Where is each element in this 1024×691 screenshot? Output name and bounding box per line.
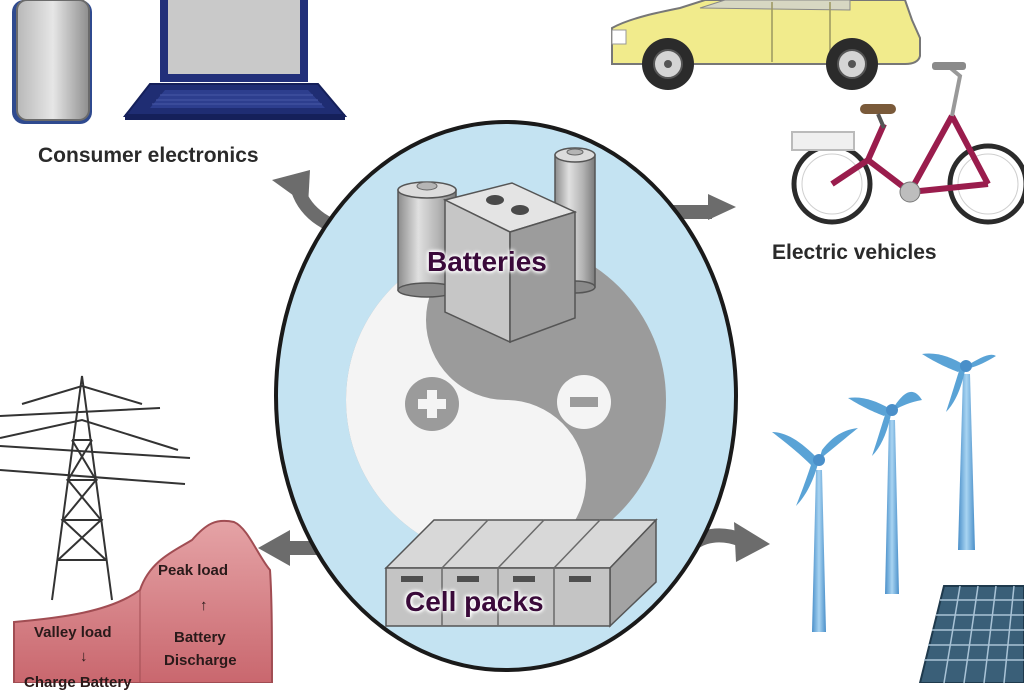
load-profile-chart	[13, 519, 273, 683]
cell-packs-illustration	[384, 518, 658, 628]
electric-vehicles-label: Electric vehicles	[772, 241, 937, 264]
wind-turbine-small	[772, 428, 858, 632]
plus-icon	[405, 377, 459, 431]
discharge-arrow-icon: ↑	[200, 597, 208, 614]
consumer-electronics-label: Consumer electronics	[38, 144, 259, 167]
laptop-device	[122, 0, 348, 120]
yin-yang-symbol	[346, 240, 666, 560]
batteries-label: Batteries	[427, 246, 547, 277]
charge-arrow-icon: ↓	[80, 648, 88, 665]
solar-panel	[918, 585, 1024, 683]
power-transmission-tower	[0, 375, 191, 601]
cell-packs-label: Cell packs	[405, 586, 544, 617]
peak-load-label: Peak load	[158, 562, 229, 579]
phone-device	[12, 0, 92, 124]
wind-turbine-large	[922, 353, 996, 550]
battery-discharge-label-line2: Discharge	[164, 652, 237, 669]
battery-discharge-label-line1: Battery	[174, 629, 226, 646]
car	[611, 0, 921, 90]
electric-bicycle	[791, 62, 1024, 225]
wind-turbine-medium	[848, 391, 922, 594]
valley-load-label: Valley load	[34, 624, 112, 641]
minus-icon	[557, 375, 611, 429]
batteries-illustration	[397, 147, 596, 344]
